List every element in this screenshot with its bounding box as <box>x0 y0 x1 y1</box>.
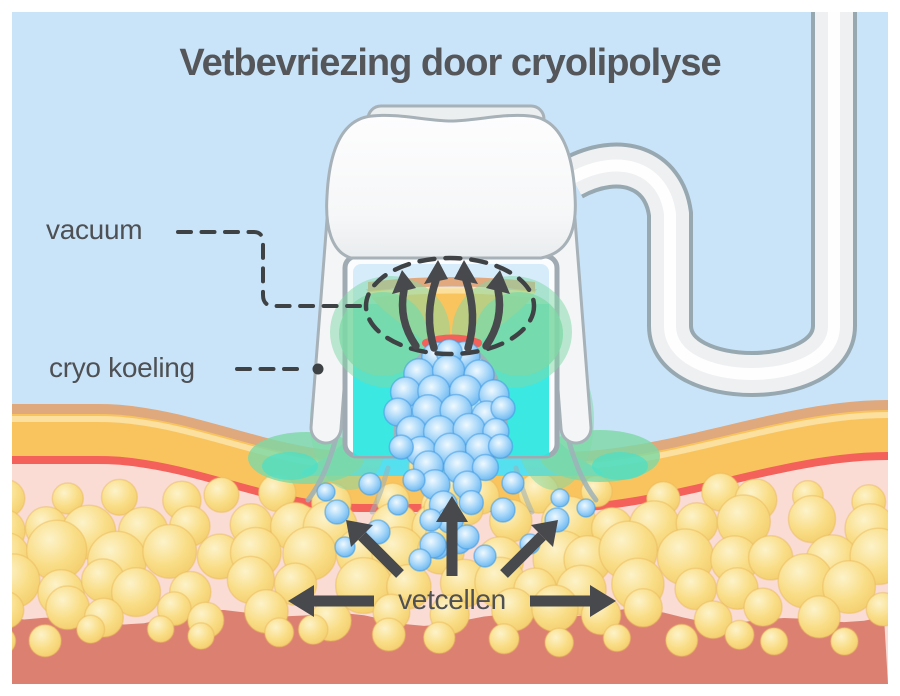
frozen-fat-cell <box>576 498 596 518</box>
fat-cell <box>822 559 877 615</box>
up-right-arrow-shaft <box>500 532 546 578</box>
fat-cell <box>146 615 175 644</box>
fat-cell <box>100 478 139 516</box>
fat-cell <box>12 591 25 629</box>
fat-cell <box>12 630 17 652</box>
frozen-fat-cell <box>402 468 426 492</box>
handle-body <box>325 113 577 260</box>
right-arrow-icon <box>590 585 616 617</box>
suction-arrows <box>392 260 510 352</box>
up-left-arrow-shaft <box>358 532 404 578</box>
frozen-fat-cell <box>458 489 485 516</box>
leader-lines <box>176 230 362 375</box>
fat-cell <box>623 587 664 628</box>
frozen-fat-cells <box>383 338 516 560</box>
suction-arrow-shaft <box>425 276 440 352</box>
fat-cells-label: vetcellen <box>398 584 506 615</box>
fat-cell <box>787 494 837 544</box>
up-arrow-icon <box>436 496 468 522</box>
frozen-fat-cell <box>454 524 480 550</box>
frozen-cells-in-fat <box>316 471 596 572</box>
fat-cell <box>724 619 755 650</box>
cooling-teal-right <box>592 452 648 480</box>
suction-arrow-shaft <box>398 286 420 350</box>
frozen-fat-cell <box>408 548 432 572</box>
vacuum-leader-line <box>176 230 362 308</box>
fat-cell <box>665 623 699 657</box>
fat-cell <box>51 482 85 515</box>
cryo-leader-dot <box>312 363 324 375</box>
fat-cell <box>297 614 329 645</box>
frozen-fat-cell <box>550 488 570 508</box>
fat-cell <box>371 617 406 652</box>
frozen-fat-dome <box>383 338 516 560</box>
frozen-fat-cell <box>473 544 497 568</box>
device-hose <box>561 12 857 397</box>
fat-cell <box>865 591 888 627</box>
fat-cell <box>142 523 198 579</box>
fat-cell <box>488 623 520 655</box>
fat-cell <box>264 617 295 648</box>
vacuum-dashed-ellipse <box>363 255 537 357</box>
fat-cell <box>76 614 106 644</box>
up-left-arrow-icon <box>346 520 373 547</box>
diagram-title: Vetbevriezing door cryolipolyse <box>179 42 721 84</box>
frozen-fat-cell <box>501 471 525 495</box>
fat-cell <box>674 567 718 611</box>
fat-cell <box>797 595 841 639</box>
left-arrow-icon <box>288 585 314 617</box>
fat-cell <box>759 627 789 656</box>
cryo-cooling-label: cryo koeling <box>49 352 195 383</box>
up-arrow-icon <box>424 260 448 284</box>
device-handle <box>325 104 577 260</box>
vacuum-label: vacuum <box>46 214 143 245</box>
fat-cell <box>743 587 783 627</box>
frozen-fat-cell <box>471 453 500 482</box>
up-right-arrow-icon <box>531 520 558 547</box>
fat-dispersion-arrows <box>288 496 616 617</box>
frozen-fat-cell <box>487 433 514 460</box>
frozen-fat-cell <box>387 494 409 516</box>
up-arrow-icon <box>454 260 478 284</box>
frozen-fat-cell <box>490 497 516 523</box>
fat-cell <box>693 600 733 640</box>
fat-cell <box>602 623 632 653</box>
frozen-fat-cell <box>490 395 516 422</box>
cooling-teal-left <box>262 452 318 480</box>
fat-cell <box>187 622 215 650</box>
frozen-fat-cell <box>316 482 336 502</box>
frozen-fat-cell <box>324 499 350 525</box>
suction-arrow-shaft <box>482 286 504 350</box>
up-arrow-icon <box>486 270 510 294</box>
vacuum-annotation <box>363 255 537 357</box>
hose-highlight <box>569 12 840 380</box>
fat-cell <box>203 476 240 514</box>
fat-cell <box>544 627 575 658</box>
suction-arrow-shaft <box>462 276 477 352</box>
frozen-fat-cell <box>388 434 415 460</box>
fat-cell <box>531 584 579 633</box>
frozen-fat-cell <box>334 536 356 558</box>
fat-cell <box>28 623 62 658</box>
frozen-fat-cell <box>358 472 382 496</box>
fat-cell <box>422 621 456 655</box>
fat-cell <box>110 566 162 618</box>
fat-cell <box>830 627 859 656</box>
up-arrow-icon <box>392 270 416 294</box>
fat-cell <box>12 479 26 517</box>
